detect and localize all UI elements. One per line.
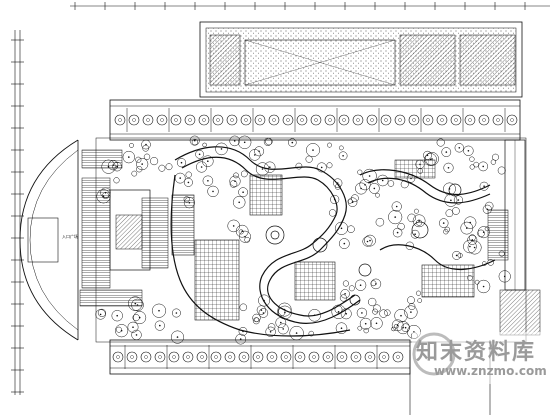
watermark: 知末资料库 www.znzmo.com <box>412 332 558 384</box>
watermark-text: 知末资料库 <box>416 340 537 365</box>
north-building <box>199 21 523 98</box>
top-dimension-line <box>70 2 550 10</box>
winding-stream <box>170 146 496 337</box>
watermark-url: www.znzmo.com <box>434 364 547 378</box>
tree-canopies <box>95 135 511 345</box>
paved-plazas <box>171 159 509 321</box>
round-features <box>265 183 462 306</box>
entrance-label: 入口广场 <box>62 233 78 239</box>
bottom-arcade <box>109 339 411 375</box>
entrance-plaza <box>19 139 169 341</box>
garden-area <box>95 137 527 343</box>
watermark-logo-icon <box>412 332 456 376</box>
east-strip <box>499 139 541 336</box>
top-arcade <box>109 99 521 141</box>
left-dimension-line <box>11 30 24 395</box>
